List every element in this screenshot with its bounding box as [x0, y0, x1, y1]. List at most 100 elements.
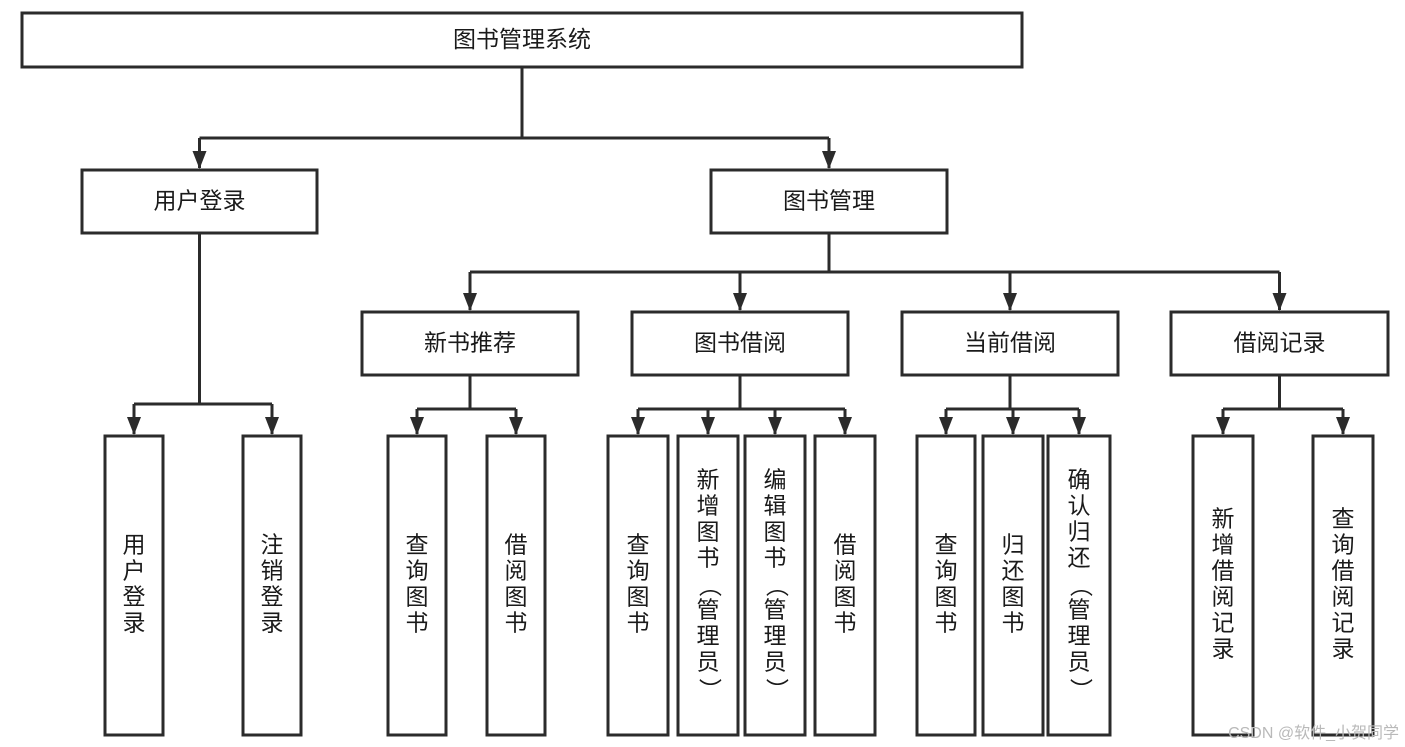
svg-text:图: 图: [764, 519, 787, 545]
arrow-head-icon: [701, 417, 715, 435]
svg-text:确: 确: [1068, 467, 1091, 493]
svg-text:图: 图: [1002, 584, 1025, 610]
node-current-borrow[interactable]: 当前借阅: [900, 310, 1120, 377]
node-label: 用户登录: [123, 532, 146, 636]
arrow-head-icon: [127, 417, 141, 435]
arrow-head-icon: [1272, 293, 1287, 311]
node-label: 用户登录: [154, 188, 246, 214]
arrow-head-icon: [265, 417, 279, 435]
svg-text:录: 录: [1332, 636, 1355, 662]
svg-text:阅: 阅: [1332, 584, 1355, 610]
arrow-head-icon: [1336, 417, 1350, 435]
svg-text:辑: 辑: [764, 493, 787, 519]
svg-text:图: 图: [406, 584, 429, 610]
csdn-watermark: CSDN @软件_小贺同学: [1228, 725, 1399, 742]
svg-text:询: 询: [1332, 532, 1355, 558]
svg-text:理: 理: [764, 623, 787, 649]
svg-text:增: 增: [1212, 532, 1235, 558]
svg-text:新: 新: [697, 467, 720, 493]
arrow-head-icon: [1072, 417, 1086, 435]
svg-text:借: 借: [834, 532, 857, 558]
node-box: [676, 434, 740, 737]
svg-text:管: 管: [764, 597, 787, 623]
arrow-head-icon: [733, 293, 747, 311]
node-box: [360, 310, 580, 377]
node-box: [900, 310, 1120, 377]
node-leaf-user-login[interactable]: 用户登录: [103, 434, 165, 737]
svg-text:书: 书: [1002, 610, 1025, 636]
arrow-head-icon: [631, 417, 645, 435]
svg-text:阅: 阅: [1212, 584, 1235, 610]
arrow-head-icon: [463, 293, 477, 311]
svg-text:图: 图: [505, 584, 528, 610]
node-box: [606, 434, 670, 737]
node-box: [981, 434, 1045, 737]
svg-text:员: 员: [764, 649, 787, 675]
node-box: [1046, 434, 1112, 737]
svg-text:销: 销: [261, 558, 284, 584]
node-box: [813, 434, 877, 737]
svg-text:书: 书: [406, 610, 429, 636]
svg-text:登: 登: [261, 584, 284, 610]
arrow-head-icon: [509, 417, 523, 435]
svg-text:借: 借: [505, 532, 528, 558]
node-box: [743, 434, 807, 737]
node-box: [80, 168, 319, 235]
svg-text:（: （: [764, 574, 790, 597]
arrow-head-icon: [1216, 417, 1230, 435]
svg-text:归: 归: [1002, 532, 1025, 558]
node-root[interactable]: 图书管理系统: [20, 11, 1024, 69]
svg-text:借: 借: [1332, 558, 1355, 584]
node-label: 借阅记录: [1234, 330, 1326, 356]
node-new-book-rec[interactable]: 新书推荐: [360, 310, 580, 377]
svg-text:户: 户: [123, 558, 146, 584]
node-book-manage[interactable]: 图书管理: [709, 168, 949, 235]
svg-text:书: 书: [935, 610, 958, 636]
arrow-head-icon: [939, 417, 953, 435]
svg-text:查: 查: [406, 532, 429, 558]
svg-text:阅: 阅: [505, 558, 528, 584]
node-label: 当前借阅: [964, 330, 1056, 356]
svg-text:书: 书: [697, 545, 720, 571]
svg-text:书: 书: [834, 610, 857, 636]
svg-text:管: 管: [697, 597, 720, 623]
svg-text:图: 图: [935, 584, 958, 610]
node-borrow-record[interactable]: 借阅记录: [1169, 310, 1390, 377]
svg-text:查: 查: [1332, 506, 1355, 532]
arrow-head-icon: [1003, 293, 1017, 311]
node-label: 图书管理系统: [453, 26, 591, 52]
node-box: [485, 434, 547, 737]
svg-text:查: 查: [935, 532, 958, 558]
svg-text:记: 记: [1212, 610, 1235, 636]
svg-text:记: 记: [1332, 610, 1355, 636]
svg-text:询: 询: [935, 558, 958, 584]
node-user-login[interactable]: 用户登录: [80, 168, 319, 235]
svg-text:编: 编: [764, 467, 787, 493]
svg-text:）: ）: [764, 678, 790, 701]
arrow-head-icon: [1006, 417, 1020, 435]
node-book-borrow[interactable]: 图书借阅: [630, 310, 850, 377]
svg-text:询: 询: [627, 558, 650, 584]
node-box: [709, 168, 949, 235]
node-box: [241, 434, 303, 737]
svg-text:）: ）: [697, 678, 723, 701]
